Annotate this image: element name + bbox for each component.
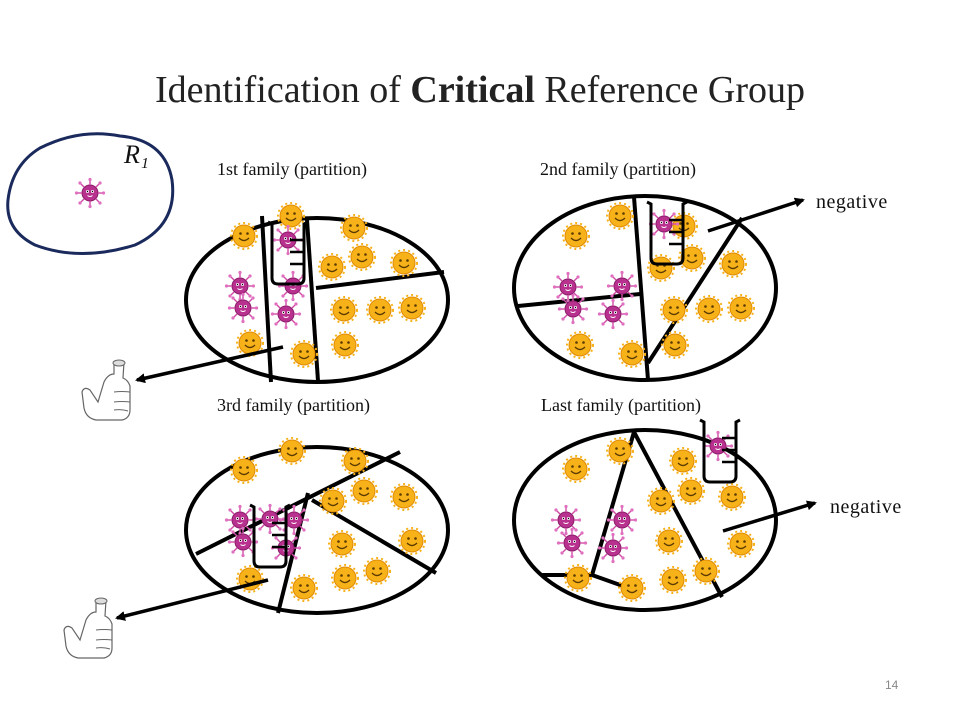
virus-icon <box>224 270 256 302</box>
last-family-partition-ellipse <box>512 418 817 612</box>
smiley-face-icon <box>398 294 426 322</box>
virus-icon <box>597 532 629 564</box>
virus-icon <box>648 208 680 240</box>
family-1-partition-ellipse <box>81 202 450 421</box>
smiley-face-icon <box>390 483 418 511</box>
slide-title: Identification of Critical Reference Gro… <box>0 68 960 112</box>
smiley-face-icon <box>230 222 258 250</box>
virus-icon <box>606 504 638 536</box>
smiley-face-icon <box>318 253 346 281</box>
smiley-face-icon <box>562 455 590 483</box>
smiley-face-icon <box>277 202 305 230</box>
smiley-face-icon <box>331 564 359 592</box>
smiley-face-icon <box>341 447 369 475</box>
smiley-face-icon <box>659 566 687 594</box>
region-r1-label: R₁ <box>124 140 149 169</box>
smiley-face-icon <box>350 477 378 505</box>
negative-result-label-1: negative <box>816 191 888 213</box>
smiley-face-icon <box>290 340 318 368</box>
smiley-face-icon <box>564 564 592 592</box>
smiley-face-icon <box>727 294 755 322</box>
smiley-face-icon <box>669 447 697 475</box>
virus-icon <box>552 271 584 303</box>
smiley-face-icon <box>718 483 746 511</box>
smiley-face-icon <box>647 487 675 515</box>
title-text-end: Reference Group <box>534 69 805 111</box>
smiley-face-icon <box>606 437 634 465</box>
smiley-face-icon <box>719 250 747 278</box>
smiley-face-icon <box>655 527 683 555</box>
arrow-icon <box>135 345 284 384</box>
virus-icon <box>597 298 629 330</box>
family-2-label: 2nd family (partition) <box>540 159 696 179</box>
smiley-face-icon <box>330 296 358 324</box>
arrow-icon <box>707 197 805 233</box>
smiley-face-icon <box>660 296 688 324</box>
arrow-icon <box>722 500 817 533</box>
family-1-label: 1st family (partition) <box>217 159 367 179</box>
virus-icon <box>550 504 582 536</box>
family-3-label: 3rd family (partition) <box>217 395 370 415</box>
smiley-face-icon <box>328 530 356 558</box>
page-number: 14 <box>885 678 899 692</box>
smiley-face-icon <box>618 574 646 602</box>
reference-region-r1 <box>6 132 175 255</box>
family-3-partition-ellipse <box>63 437 450 659</box>
virus-icon <box>278 504 310 536</box>
virus-icon <box>270 298 302 330</box>
smiley-face-icon <box>348 243 376 271</box>
virus-icon <box>74 177 106 209</box>
smiley-face-icon <box>606 202 634 230</box>
smiley-face-icon <box>390 249 418 277</box>
smiley-face-icon <box>661 331 689 359</box>
thumbs-up-icon <box>81 359 131 421</box>
thumbs-up-icon <box>63 597 113 659</box>
title-text: Identification of <box>155 69 411 111</box>
smiley-face-icon <box>692 557 720 585</box>
family-2-partition-ellipse <box>512 194 805 382</box>
last-family-label: Last family (partition) <box>541 395 701 415</box>
arrow-icon <box>115 578 269 621</box>
smiley-face-icon <box>366 296 394 324</box>
smiley-face-icon <box>618 340 646 368</box>
smiley-face-icon <box>290 574 318 602</box>
smiley-face-icon <box>230 456 258 484</box>
virus-icon <box>557 293 589 325</box>
smiley-face-icon <box>319 487 347 515</box>
virus-icon <box>556 527 588 559</box>
virus-icon <box>227 292 259 324</box>
smiley-face-icon <box>398 527 426 555</box>
smiley-face-icon <box>562 222 590 250</box>
smiley-face-icon <box>340 214 368 242</box>
smiley-face-icon <box>278 437 306 465</box>
smiley-face-icon <box>677 477 705 505</box>
virus-icon <box>224 504 256 536</box>
smiley-face-icon <box>727 530 755 558</box>
virus-icon <box>702 430 734 462</box>
virus-icon <box>606 270 638 302</box>
smiley-face-icon <box>331 331 359 359</box>
negative-result-label-2: negative <box>830 496 902 518</box>
smiley-face-icon <box>695 295 723 323</box>
smiley-face-icon <box>363 557 391 585</box>
smiley-face-icon <box>566 331 594 359</box>
title-bold-text: Critical <box>410 69 535 111</box>
